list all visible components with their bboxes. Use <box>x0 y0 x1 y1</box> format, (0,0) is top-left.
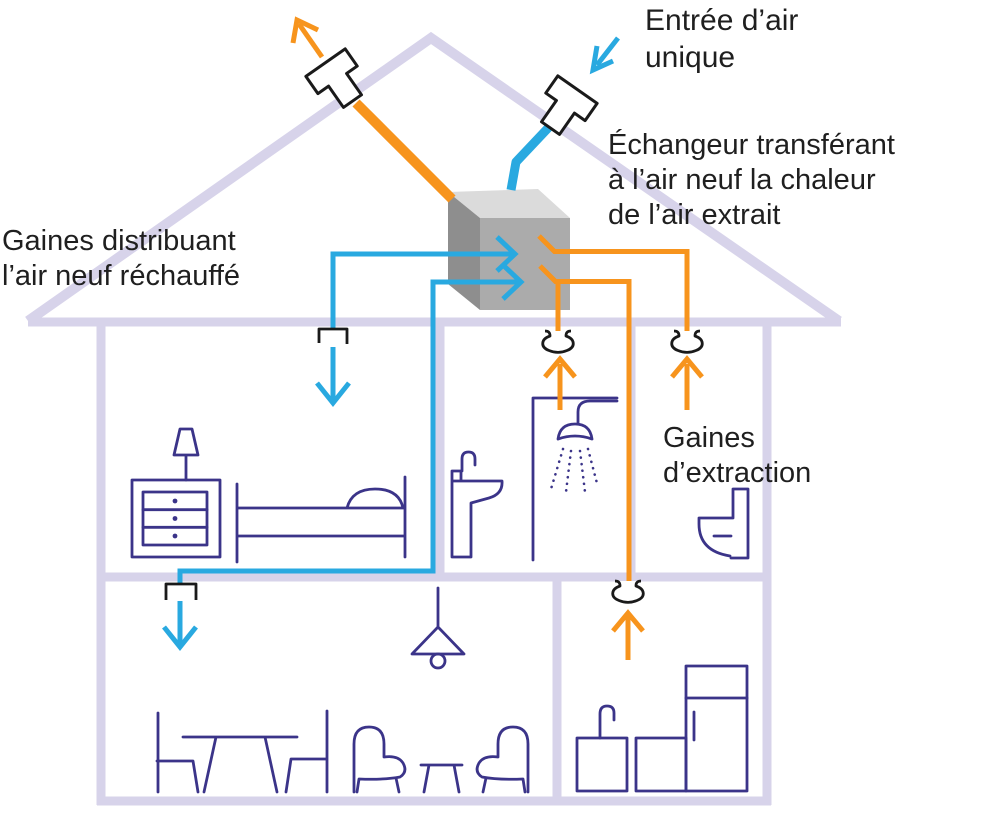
extraction-valve-kitchen-icon <box>611 579 645 604</box>
fresh-air-ducts <box>162 36 620 652</box>
roof-vent-exhaust-icon <box>304 47 363 109</box>
kitchen-sink-cabinet <box>575 736 629 793</box>
supply-duct-ground <box>177 279 519 583</box>
side-table-icon <box>419 763 464 794</box>
supply-arrow-exchanger-2 <box>501 263 525 301</box>
label-air-inlet: Entrée d’air unique <box>645 4 799 74</box>
armchair-right-icon <box>475 725 530 794</box>
fridge-details <box>684 696 749 742</box>
supply-vent-groundfloor-icon <box>164 582 198 600</box>
exhaust-roof-duct <box>352 99 456 203</box>
dresser-drawer-lines <box>141 508 209 529</box>
shower-enclosure <box>531 396 619 562</box>
label-exchanger: Échangeur transférant à l’air neuf la ch… <box>608 129 895 231</box>
fridge-icon <box>684 664 749 793</box>
bedroom-supply-arrow-head <box>315 381 351 408</box>
supply-duct-bedroom <box>330 251 513 329</box>
sink-icon <box>450 450 504 559</box>
kitchen-counter <box>634 736 688 793</box>
label-supply-ducts: Gaines distribuant l’air neuf réchauffé <box>2 225 241 292</box>
extraction-valve-bathroom-icon <box>541 329 575 354</box>
dining-table-icon <box>181 735 299 794</box>
toilet-icon <box>697 487 750 560</box>
exhaust-arrow-line <box>296 22 325 59</box>
kitchen-faucet-icon <box>598 704 616 740</box>
supply-vent-bedroom-icon <box>317 327 349 344</box>
pendant-lamp-bulb <box>429 652 447 670</box>
groundfloor-supply-arrow-head <box>162 625 198 652</box>
extract-duct-kitchen <box>538 264 632 585</box>
extraction-valve-toilet-icon <box>670 329 704 354</box>
dresser-icon <box>130 478 222 559</box>
pendant-lamp-icon <box>410 586 466 656</box>
roof-outline <box>25 31 842 326</box>
extract-duct-toilet <box>537 234 690 333</box>
inlet-arrow-head <box>589 45 615 75</box>
vents-and-valves <box>164 47 704 604</box>
toilet-extract-arrow-head <box>670 355 704 379</box>
exhaust-arrow-head <box>290 16 320 44</box>
drawer-knob <box>172 516 178 521</box>
kitchen-extract-arrow-head <box>611 609 645 633</box>
drawer-knob <box>172 498 178 504</box>
bed-icon <box>235 475 407 564</box>
exchanger-top-face <box>448 189 570 218</box>
armchair-left-icon <box>352 725 407 794</box>
bathroom-extract-arrow-head <box>543 355 577 379</box>
shower-spray <box>549 447 600 494</box>
chair-left-icon <box>155 711 200 794</box>
roof-vent-inlet-icon <box>540 74 599 136</box>
furniture <box>130 396 750 794</box>
extract-air-ducts <box>290 16 704 660</box>
dresser-drawers <box>141 490 209 547</box>
drawer-knob <box>172 533 178 539</box>
inlet-arrow-line <box>595 36 620 67</box>
table-lamp-icon <box>172 427 200 482</box>
chair-right-icon <box>284 709 329 794</box>
inlet-roof-duct <box>506 123 553 191</box>
label-extraction-ducts: Gaines d’extraction <box>663 422 812 489</box>
shower-head-icon <box>556 399 619 441</box>
house-structure <box>25 31 842 806</box>
